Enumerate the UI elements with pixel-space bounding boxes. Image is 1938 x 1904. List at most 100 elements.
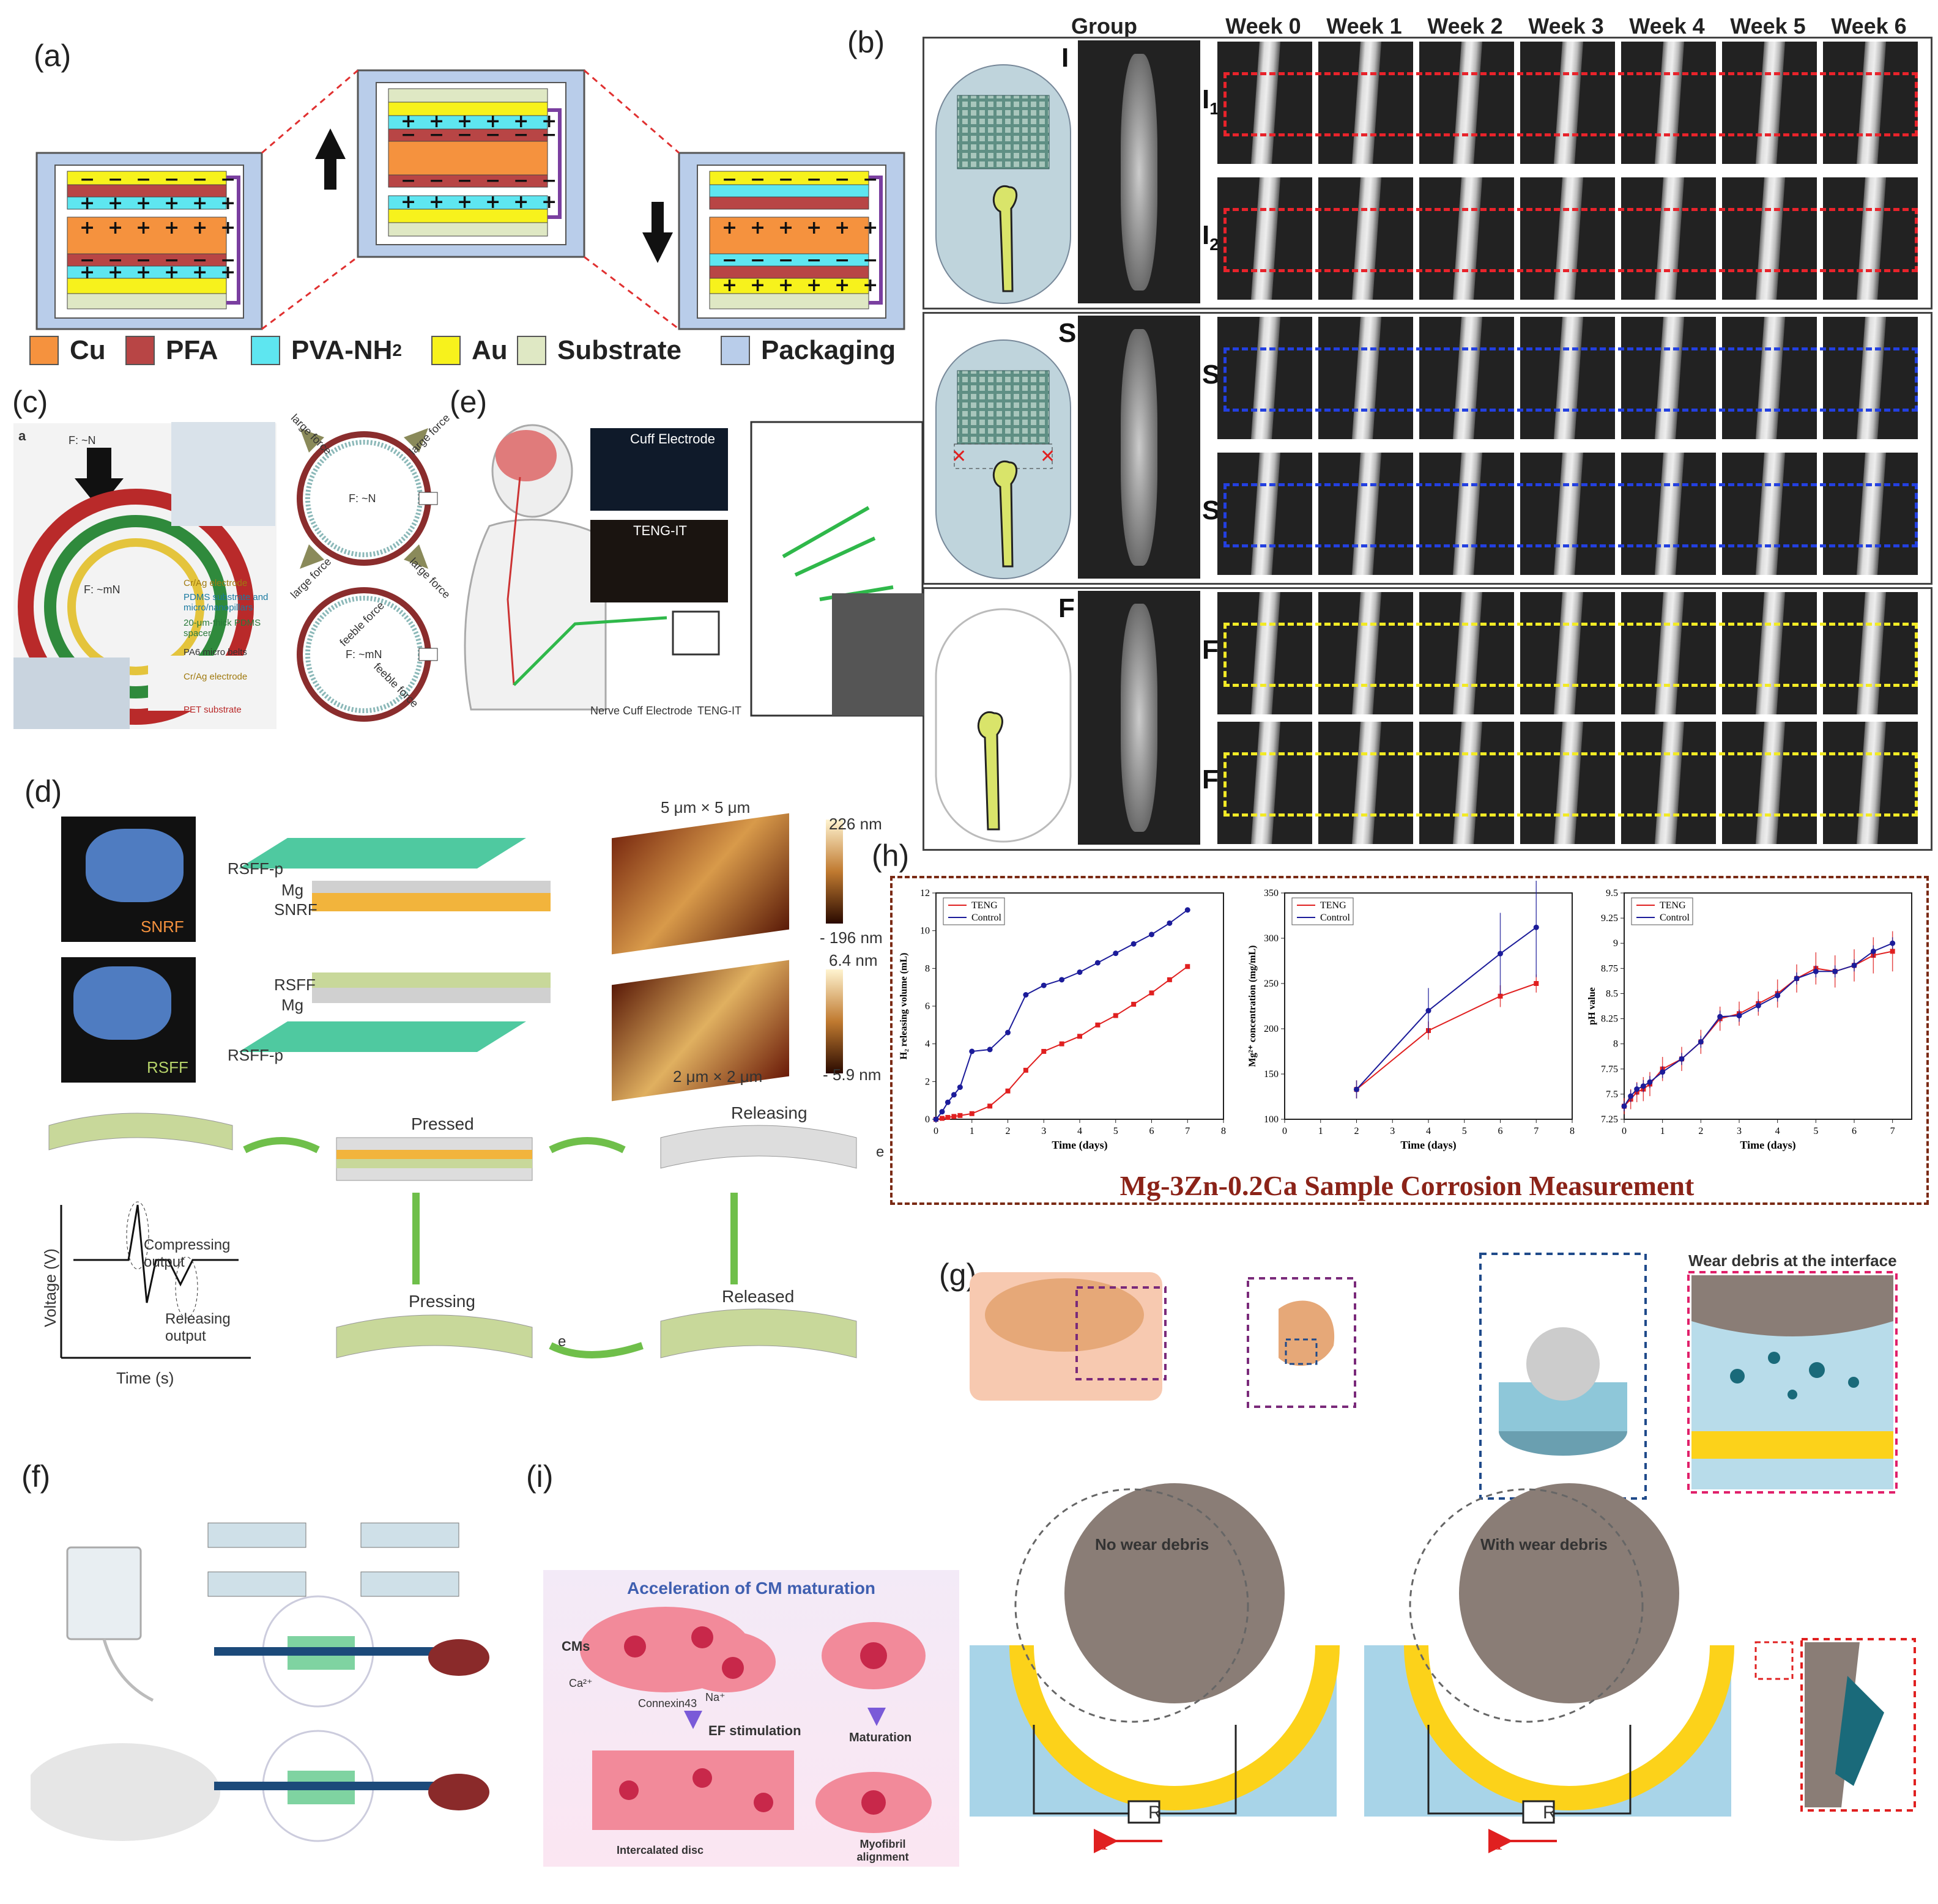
xray-cell: [1823, 722, 1918, 844]
y-tick-label: 2: [925, 1076, 930, 1087]
data-point: [1890, 940, 1896, 946]
data-point: [1813, 968, 1819, 974]
data-point: [1794, 976, 1800, 982]
roi-box: [1223, 752, 1918, 817]
snrf-photo: [61, 817, 196, 942]
spiral-callout: PA6 micro belts: [184, 647, 247, 658]
x-tick-label: 2: [1354, 1126, 1359, 1136]
x-tick-label: 7: [1185, 1126, 1190, 1136]
data-point: [1059, 1041, 1064, 1046]
y-tick-label: 7.75: [1601, 1064, 1618, 1075]
inset-photo-top: [171, 422, 275, 526]
roi-box: [1223, 208, 1918, 272]
layer-mg-bottom: Mg: [281, 996, 304, 1014]
xray-cell: [1823, 177, 1918, 300]
y-tick-label: 8.5: [1606, 988, 1618, 999]
data-point: [969, 1111, 975, 1116]
y-tick-label: 8: [1613, 1039, 1618, 1050]
xray-cell: [1217, 453, 1312, 575]
spiral-callout: Cr/Ag electrode: [184, 578, 248, 588]
legend-au: Au: [431, 335, 508, 366]
xray-cell: [1621, 592, 1716, 714]
xray-cell: [1621, 317, 1716, 439]
chart-frame: [935, 892, 1224, 1120]
x-tick-label: 0: [1622, 1126, 1627, 1136]
xray-cell: [1419, 453, 1514, 575]
spiral-callout: Cr/Ag electrode: [184, 672, 248, 682]
legend-label: TENG: [1660, 900, 1686, 911]
electron-label-1: e: [876, 1144, 885, 1160]
svg-text:+ + + + + +: + + + + + +: [80, 193, 236, 214]
ca-label: Ca²⁺: [569, 1677, 593, 1689]
force-mid-label: F: ~mN: [84, 583, 121, 596]
y-tick-label: 150: [1264, 1069, 1279, 1080]
state-releasing: Releasing: [731, 1103, 807, 1122]
nerve-label: Nerve: [590, 705, 620, 717]
roi-box: [1223, 347, 1918, 412]
data-point: [1832, 968, 1838, 974]
working-cycle-diagram: [48, 1113, 857, 1359]
xray-cell: [1722, 453, 1817, 575]
resistor-label-1: R: [1148, 1802, 1162, 1823]
current-label-2: I: [1496, 1832, 1503, 1854]
y-axis-label: H₂ releasing volume (mL): [899, 953, 909, 1060]
row-label: I1: [1202, 84, 1219, 118]
implant-schematics: ✕ ✕: [935, 64, 1072, 843]
xray-cell: [1722, 317, 1817, 439]
x-tick-label: 7: [1890, 1126, 1895, 1136]
cuff-electrode-label: Cuff Electrode: [623, 705, 692, 717]
data-point: [1698, 1039, 1704, 1045]
svg-text:− − − − − −: − − − − − −: [80, 169, 236, 190]
svg-text:+ + + + + +: + + + + + +: [401, 191, 557, 213]
cuff-electrode-photo: [590, 428, 728, 511]
x-tick-label: 5: [1462, 1126, 1467, 1136]
svg-text:+ + + + + +: + + + + + +: [722, 275, 878, 296]
group-letter-i: I: [1061, 43, 1069, 73]
week-header: Week 4: [1629, 13, 1705, 39]
xray-cell: [1217, 317, 1312, 439]
panel-label-d: (d): [24, 774, 62, 809]
maturation-label: Maturation: [849, 1731, 912, 1744]
layer-rsff-p-bottom: RSFF-p: [228, 1046, 283, 1064]
svg-text:− − − − − −: − − − − − −: [722, 169, 878, 190]
y-tick-label: 9: [1613, 938, 1618, 949]
teng-it-photo: [590, 520, 728, 602]
data-point: [987, 1046, 993, 1053]
sub-figure-label: a: [18, 428, 26, 443]
data-point: [1113, 950, 1119, 957]
stack-right: [678, 152, 905, 330]
stack-left: [35, 152, 263, 330]
svg-text:− − − − − −: − − − − − −: [401, 170, 557, 191]
rsff-photo-label: RSFF: [147, 1058, 188, 1076]
week-header: Week 6: [1831, 13, 1907, 39]
xray-cell: [1318, 722, 1413, 844]
myofibril-label: Myofibril alignment: [856, 1838, 909, 1863]
nerve-repair-illustration: [31, 1522, 489, 1842]
x-tick-label: 2: [1006, 1126, 1011, 1136]
data-point: [969, 1048, 975, 1054]
y-tick-label: 9.25: [1601, 913, 1618, 924]
voltage-axis-label: Voltage (V): [40, 1248, 59, 1327]
xray-cell: [1520, 42, 1615, 164]
xray-cell: [1722, 42, 1817, 164]
xray-cell: [1722, 177, 1817, 300]
afm-size-1: 5 μm × 5 μm: [661, 798, 751, 817]
connexin-label: Connexin43: [638, 1697, 697, 1710]
state-released: Released: [722, 1287, 795, 1306]
data-point: [957, 1084, 963, 1091]
data-point: [1717, 1013, 1723, 1020]
data-point: [1679, 1056, 1685, 1062]
data-point: [1660, 1069, 1666, 1075]
ring-diagrams: [297, 428, 438, 722]
wear-debris-title: Wear debris at the interface: [1688, 1251, 1897, 1270]
roi-box: [1223, 72, 1918, 136]
panel-label-b: (b): [847, 25, 885, 59]
xray-cell: [1823, 592, 1918, 714]
x-axis-label: Time (days): [1052, 1139, 1107, 1152]
state-pressed: Pressed: [411, 1114, 474, 1133]
data-point: [1041, 1049, 1047, 1054]
data-point: [1005, 1088, 1011, 1094]
teng-it-photo-label: TENG-IT: [633, 523, 687, 538]
teng-stack-diagram: − − − − − − + + + + + + + + + + + + − − …: [35, 69, 905, 330]
data-point: [1755, 1002, 1761, 1009]
